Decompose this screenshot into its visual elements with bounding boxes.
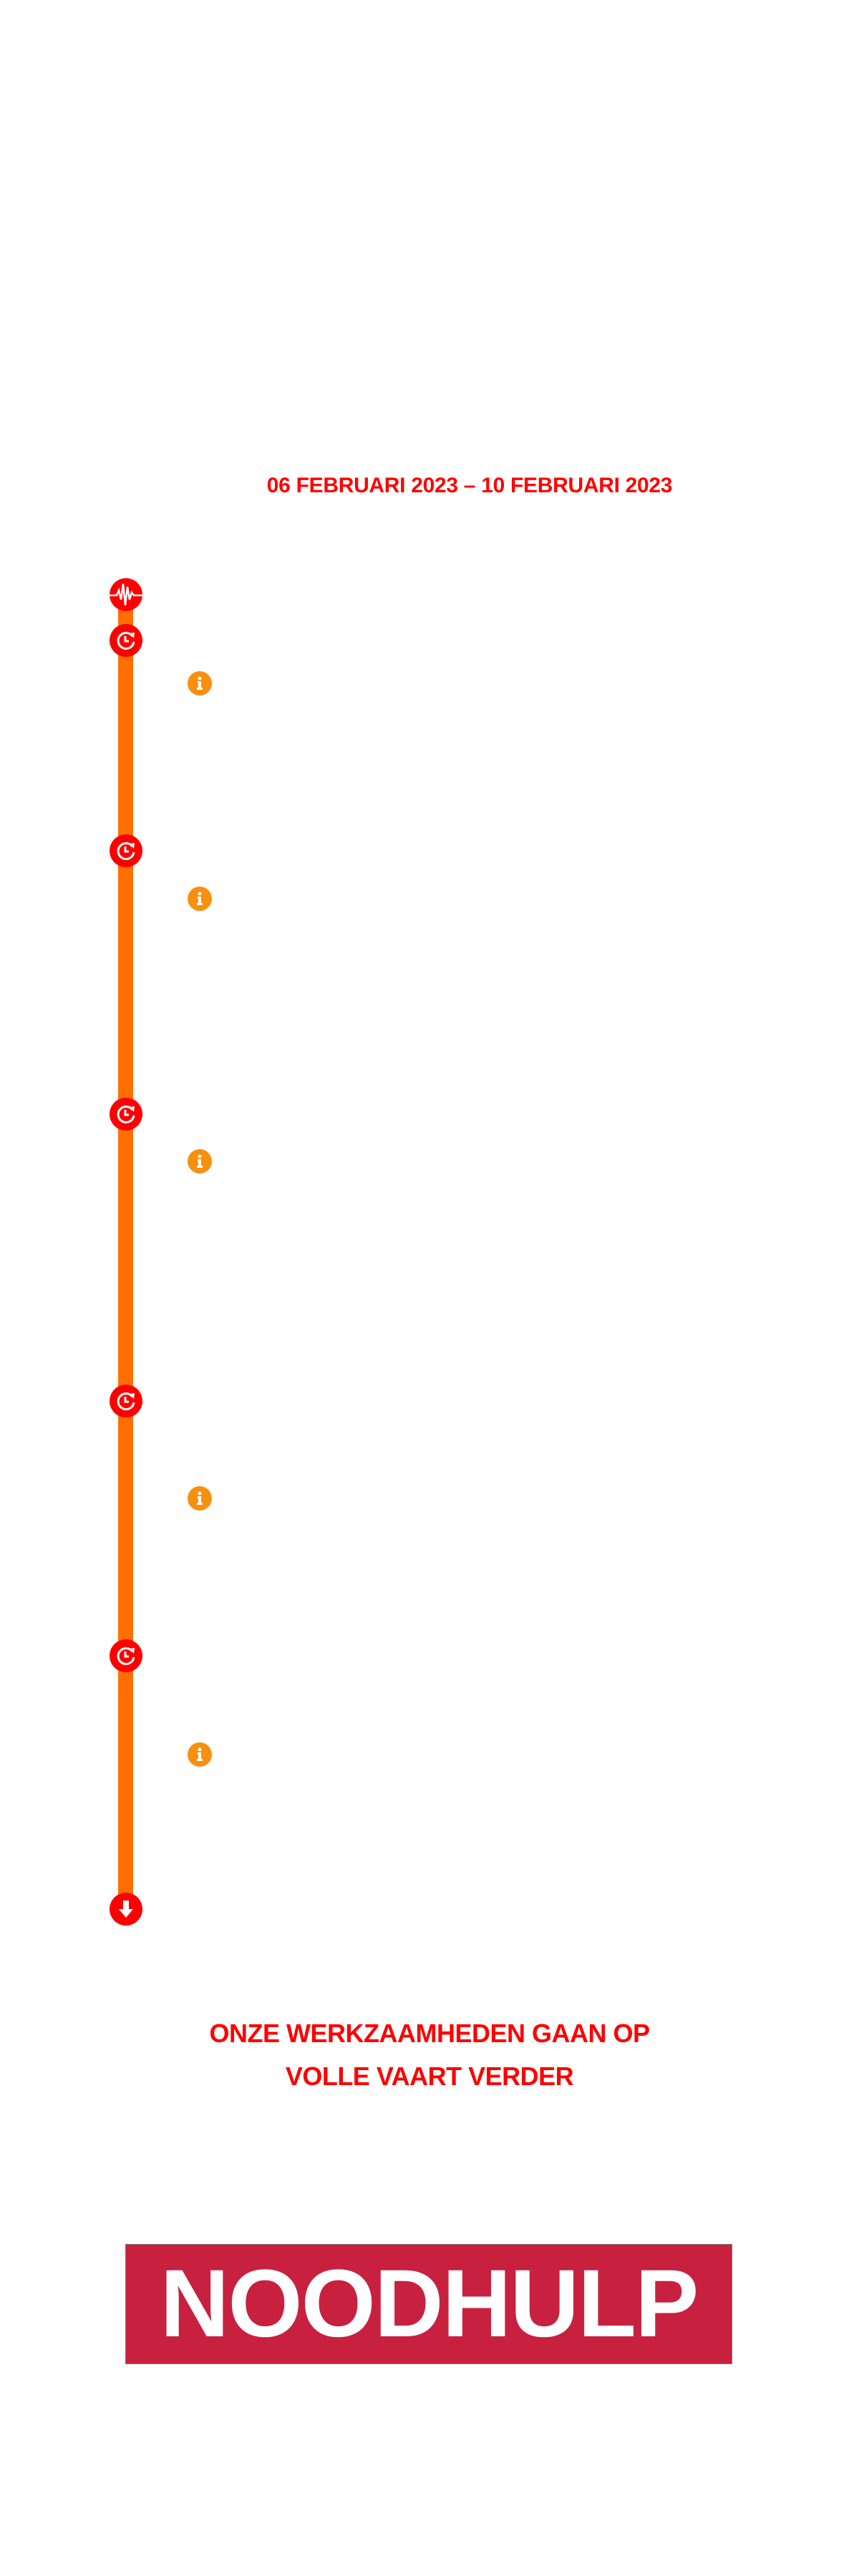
info-icon[interactable]	[188, 671, 212, 696]
info-icon[interactable]	[188, 1742, 212, 1767]
clock-refresh-icon	[110, 1639, 142, 1672]
clock-refresh-icon	[110, 624, 142, 657]
info-icon[interactable]	[188, 887, 212, 911]
clock-refresh-icon	[110, 1385, 142, 1418]
closing-heading: ONZE WERKZAAMHEDEN GAAN OP VOLLE VAART V…	[0, 2012, 859, 2098]
closing-heading-line2: VOLLE VAART VERDER	[285, 2062, 574, 2091]
arrow-down-icon	[110, 1893, 142, 1926]
info-icon[interactable]	[188, 1149, 212, 1174]
clock-refresh-icon	[110, 1098, 142, 1131]
timeline-line	[118, 595, 133, 1909]
noodhulp-banner[interactable]: NOODHULP	[125, 2244, 732, 2364]
info-icon[interactable]	[188, 1486, 212, 1511]
clock-refresh-icon	[110, 834, 142, 867]
earthquake-icon	[110, 578, 142, 611]
closing-heading-line1: ONZE WERKZAAMHEDEN GAAN OP	[209, 2019, 651, 2048]
date-range: 06 FEBRUARI 2023 – 10 FEBRUARI 2023	[266, 474, 673, 497]
noodhulp-label: NOODHULP	[160, 2250, 699, 2357]
